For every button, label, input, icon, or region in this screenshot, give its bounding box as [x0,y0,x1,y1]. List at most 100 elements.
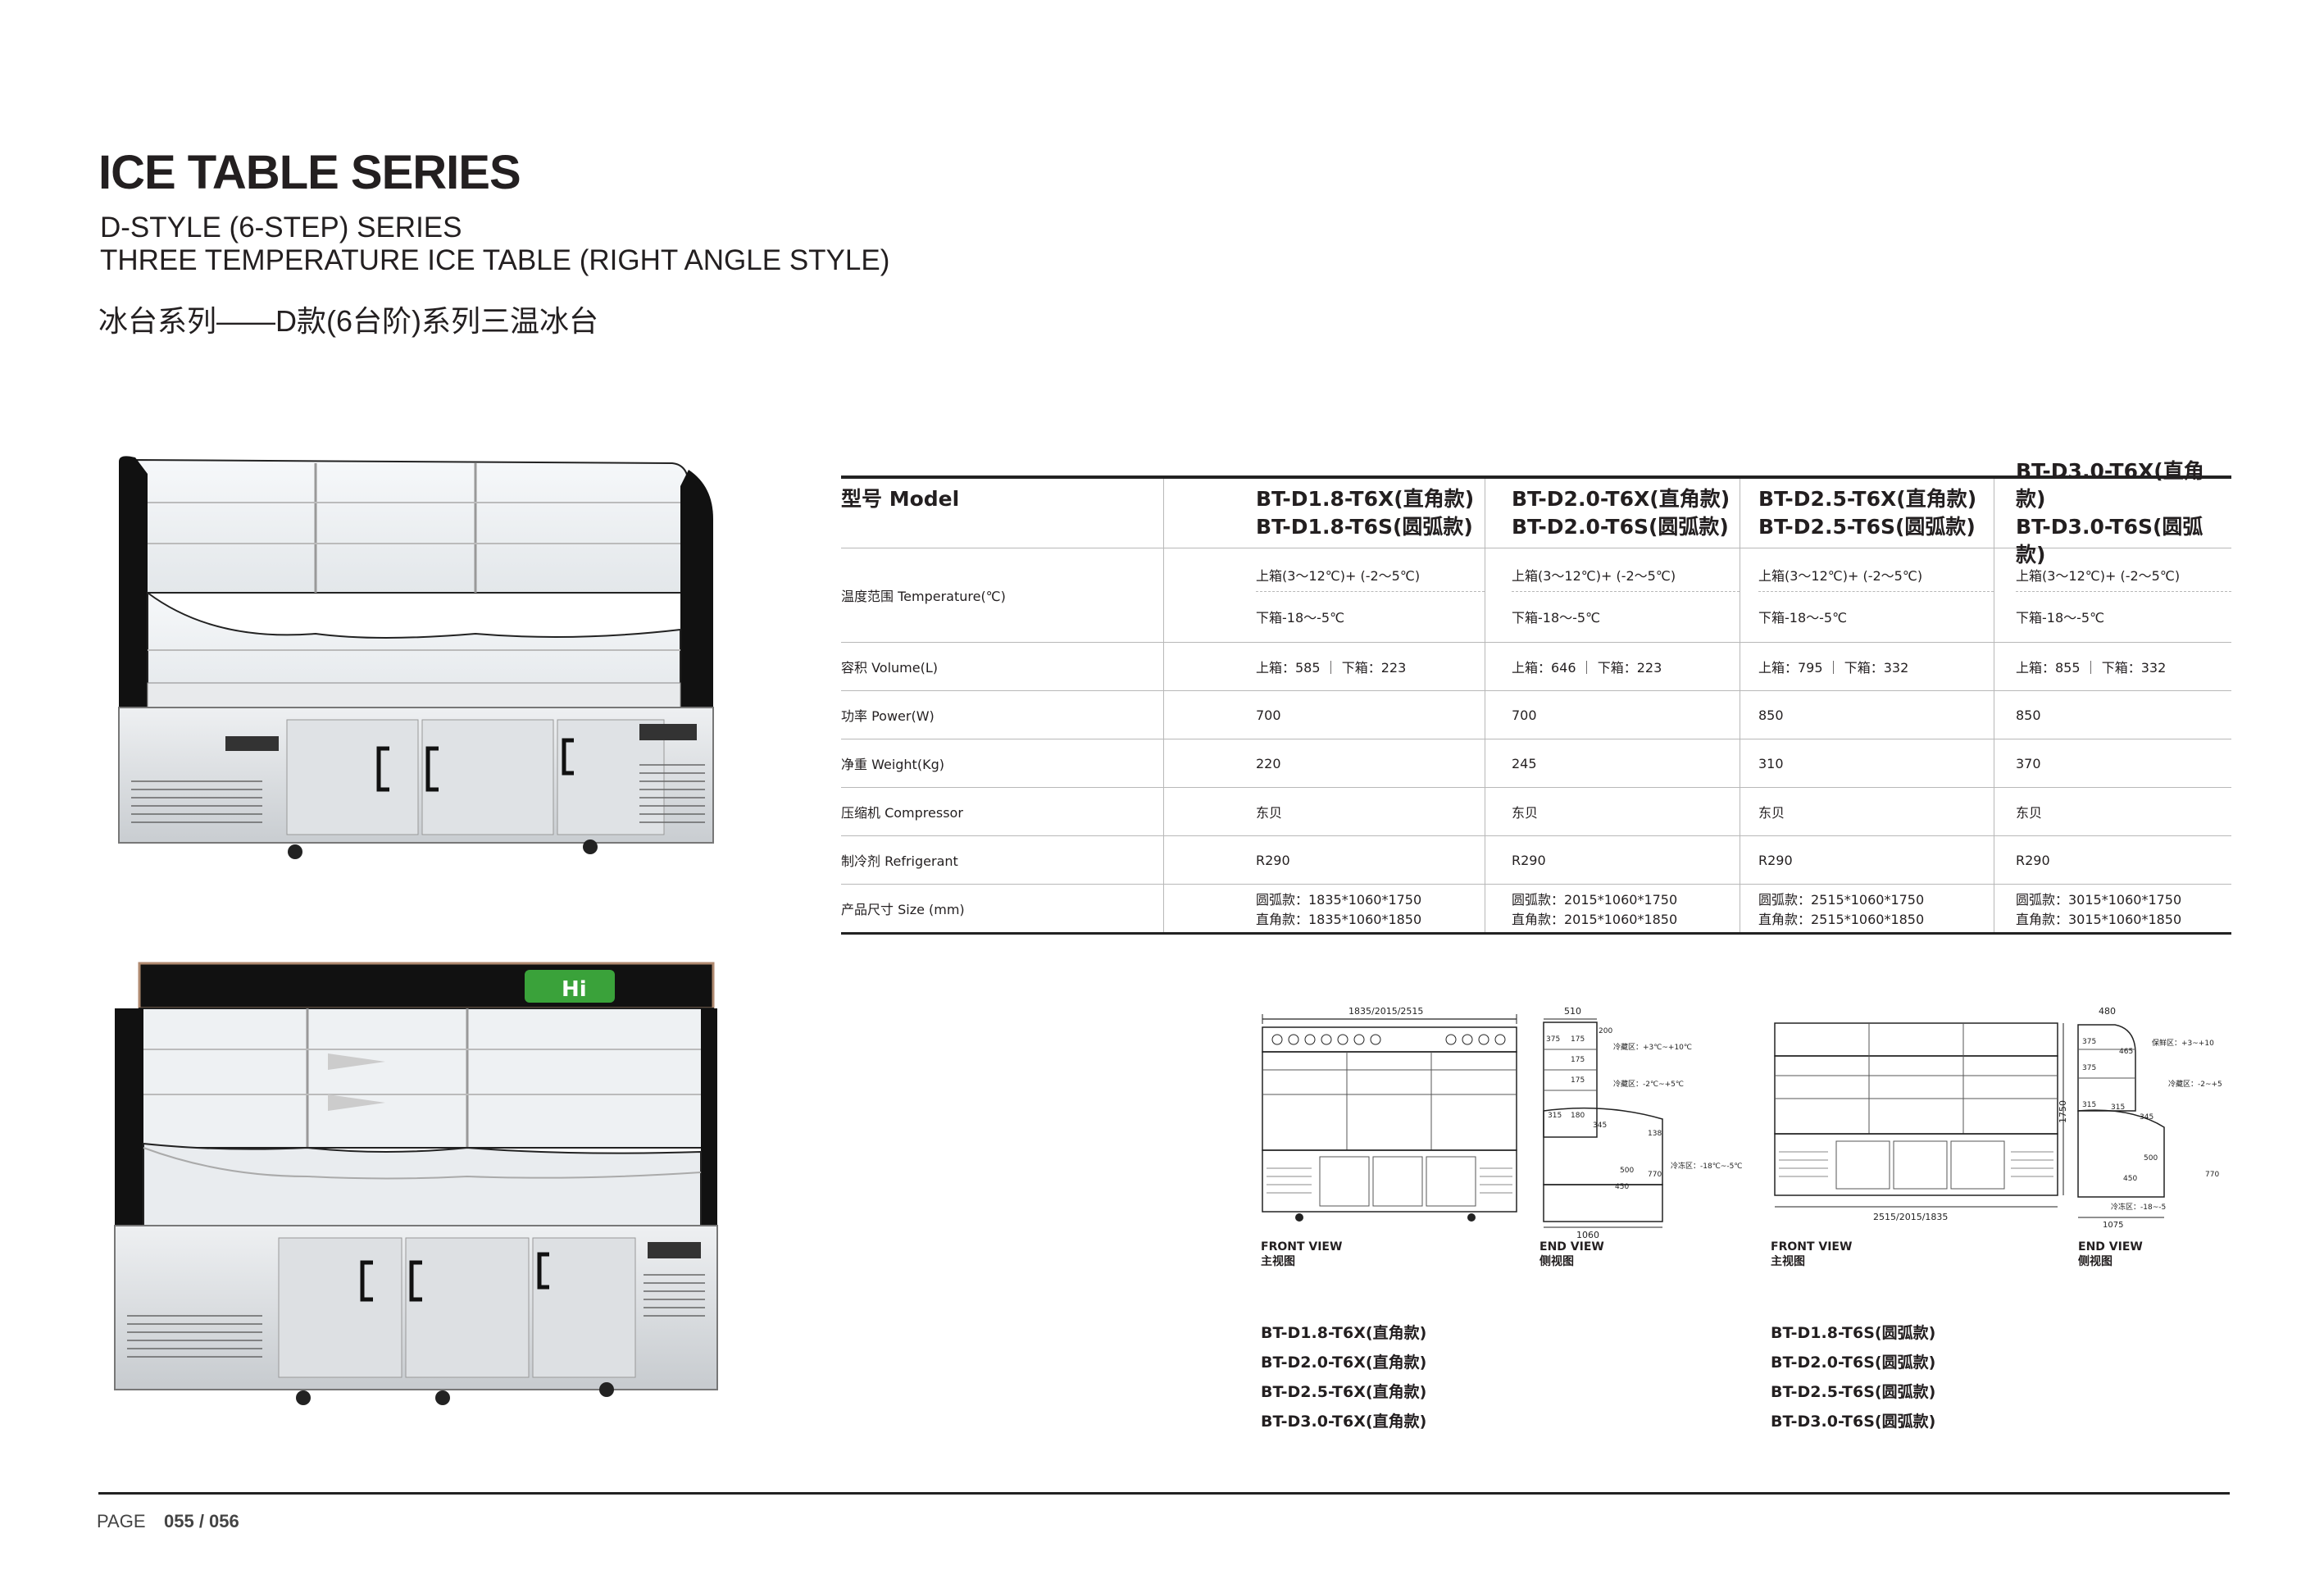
table-cell: 上箱：646 ｜ 下箱：223 [1485,643,1740,690]
front-dim-width: 2515/2015/1835 [1873,1212,1948,1222]
temperature-cell: 上箱(3～12℃)+ (-2～5℃)下箱-18～-5℃ [1164,548,1485,642]
row-label: 温度范围 Temperature(℃) [841,548,1164,642]
list-item: BT-D3.0-T6X(直角款) [1261,1413,1427,1431]
right-angle-model-list: BT-D1.8-T6X(直角款) BT-D2.0-T6X(直角款) BT-D2.… [1261,1318,1426,1436]
zone-label: 保鲜区：+3~+10 [2152,1038,2214,1048]
table-cell: R290 [2016,852,2050,868]
power-row: 功率 Power(W) 700 700 850 850 [841,691,2231,739]
front-dim-width: 1835/2015/2515 [1348,1006,1423,1017]
weight-row: 净重 Weight(Kg) 220 245 310 370 [841,739,2231,788]
front-dim-height: 1750 [2058,1100,2068,1123]
model-col-4: BT-D3.0-T6X(直角款)BT-D3.0-T6S(圆弧款) [2016,459,2204,566]
front-view-drawing-arc: 2515/2015/1835 1750 [1774,1022,2068,1222]
sign-text: Hi [562,977,587,1002]
model-col-3: BT-D2.5-T6X(直角款)BT-D2.5-T6S(圆弧款) [1740,479,1994,548]
dim-label: 375 [2082,1038,2096,1046]
dim-label: 375 [2082,1064,2096,1072]
table-cell: 700 [1164,691,1485,739]
model-col-1: BT-D1.8-T6X(直角款)BT-D1.8-T6S(圆弧款) [1164,479,1485,548]
volume-row: 容积 Volume(L) 上箱：585 ｜ 下箱：223 上箱：646 ｜ 下箱… [841,643,2231,691]
row-label: 功率 Power(W) [841,691,1164,739]
zone-label: 冷藏区：-2℃~+5℃ [1613,1079,1684,1089]
end-dim-bottom: 1060 [1576,1230,1599,1240]
dim-label: 175 [1571,1056,1585,1064]
temperature-cell: 上箱(3～12℃)+ (-2～5℃)下箱-18～-5℃ [1740,548,1994,642]
page-title: ICE TABLE SERIES [98,146,521,199]
dim-label: 345 [1593,1122,1607,1130]
dim-label: 465 [2119,1048,2133,1056]
table-cell: 310 [1740,739,1994,787]
model-header-label: 型号 Model [841,479,1164,548]
table-cell: 上箱：855 ｜ 下箱：332 [2016,660,2167,676]
product-photo-arc-style [118,456,714,859]
dim-label: 450 [1615,1183,1629,1191]
row-label: 产品尺寸 Size (mm) [841,885,1164,932]
footer-divider [98,1492,2230,1495]
chinese-subtitle: 冰台系列——D款(6台阶)系列三温冰台 [98,304,598,338]
row-label: 净重 Weight(Kg) [841,739,1164,787]
table-cell: R290 [1485,836,1740,884]
dim-label: 175 [1571,1035,1585,1044]
compressor-row: 压缩机 Compressor 东贝 东贝 东贝 东贝 [841,788,2231,836]
list-item: BT-D2.0-T6X(直角款) [1261,1354,1427,1372]
dim-label: 180 [1571,1112,1585,1120]
dim-label: 315 [2111,1103,2125,1112]
table-cell: 东贝 [1485,788,1740,835]
product-subtitle: THREE TEMPERATURE ICE TABLE (RIGHT ANGLE… [100,244,890,276]
dim-label: 500 [1620,1167,1634,1175]
table-cell: 东贝 [1164,788,1485,835]
arc-model-list: BT-D1.8-T6S(圆弧款) BT-D2.0-T6S(圆弧款) BT-D2.… [1771,1318,1935,1436]
product-photo-right-angle-style: Hi [114,962,718,1405]
end-dim-bottom: 1075 [2103,1221,2123,1230]
zone-label: 冷冻区：-18℃~-5℃ [1671,1161,1742,1171]
temperature-row: 温度范围 Temperature(℃) 上箱(3～12℃)+ (-2～5℃)下箱… [841,548,2231,643]
model-col-2: BT-D2.0-T6X(直角款)BT-D2.0-T6S(圆弧款) [1485,479,1740,548]
list-item: BT-D2.0-T6S(圆弧款) [1771,1354,1936,1372]
row-label: 压缩机 Compressor [841,788,1164,835]
temperature-cell: 上箱(3～12℃)+ (-2～5℃)下箱-18～-5℃ [1994,548,2231,642]
table-cell: 东贝 [2016,805,2043,821]
spec-header-row: 型号 Model BT-D1.8-T6X(直角款)BT-D1.8-T6S(圆弧款… [841,459,2231,566]
dim-label: 500 [2144,1154,2158,1163]
table-cell: 上箱：585 ｜ 下箱：223 [1164,643,1485,690]
end-dim-top: 480 [2099,1006,2116,1017]
refrigerant-row: 制冷剂 Refrigerant R290 R290 R290 R290 [841,836,2231,885]
table-cell: 850 [1740,691,1994,739]
dim-label: 345 [2140,1113,2153,1122]
dim-label: 315 [1548,1112,1562,1120]
row-label: 容积 Volume(L) [841,643,1164,690]
table-cell: 245 [1485,739,1740,787]
spec-table: 型号 Model BT-D1.8-T6X(直角款)BT-D1.8-T6S(圆弧款… [841,459,2231,935]
row-label: 制冷剂 Refrigerant [841,836,1164,884]
dim-label: 770 [2205,1171,2219,1179]
zone-label: 冷藏区：+3℃~+10℃ [1613,1042,1692,1052]
table-cell: 220 [1164,739,1485,787]
zone-label: 冷冻区：-18~-5 [2111,1202,2166,1212]
table-cell: R290 [1164,836,1485,884]
dim-label: 200 [1599,1027,1612,1035]
list-item: BT-D2.5-T6S(圆弧款) [1771,1383,1936,1401]
table-cell: 370 [2016,755,2041,771]
dim-label: 450 [2123,1175,2137,1183]
page-number: 055 / 056 [164,1511,239,1531]
list-item: BT-D1.8-T6X(直角款) [1261,1324,1427,1342]
front-view-drawing-right-angle: 1835/2015/2515 [1262,1006,1517,1222]
end-view-drawing-arc: 480 1075 375 375 465 315 315 345 500 450… [2077,1006,2222,1230]
list-item: BT-D3.0-T6S(圆弧款) [1771,1413,1936,1431]
table-cell: 850 [2016,707,2041,723]
dim-label: 375 [1546,1035,1560,1044]
end-dim-top: 510 [1564,1006,1581,1017]
dim-label: 138 [1648,1130,1662,1138]
list-item: BT-D2.5-T6X(直角款) [1261,1383,1427,1401]
list-item: BT-D1.8-T6S(圆弧款) [1771,1324,1936,1342]
table-cell: R290 [1740,836,1994,884]
table-cell: 东贝 [1740,788,1994,835]
